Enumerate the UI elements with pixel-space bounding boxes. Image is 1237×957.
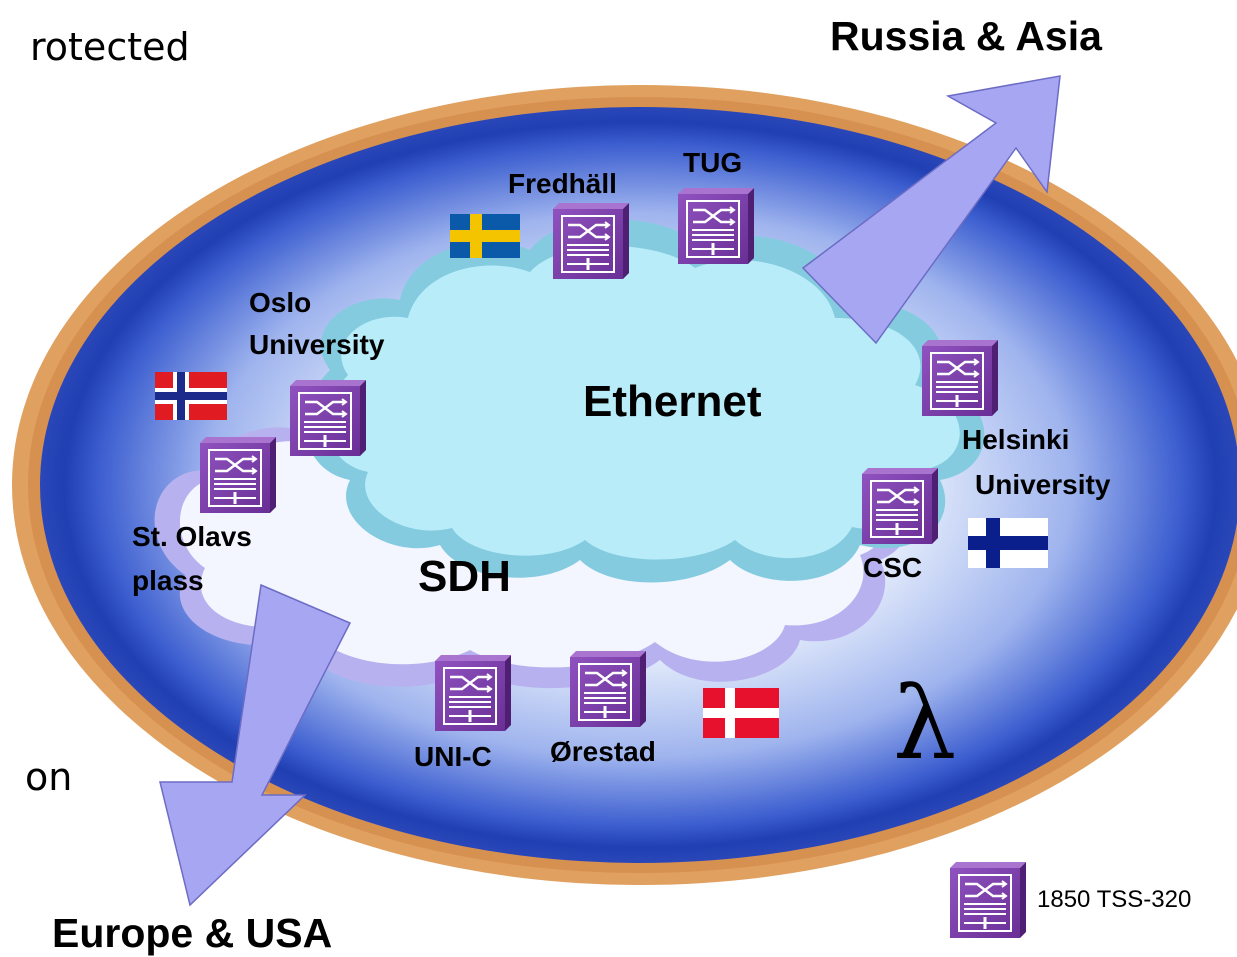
arrow-russia-asia xyxy=(801,75,1061,345)
flag-norway xyxy=(155,372,227,420)
ethernet-cloud xyxy=(327,245,960,560)
device-helsinki-icon xyxy=(920,338,1000,418)
node-label-oslo-1: Oslo xyxy=(249,287,311,318)
cloud-label-sdh: SDH xyxy=(418,552,511,601)
flag-denmark xyxy=(703,688,779,738)
device-unic-icon xyxy=(433,653,513,733)
cloud-label-ethernet: Ethernet xyxy=(583,377,762,426)
node-label-helsinki-2: University xyxy=(975,469,1111,500)
legend-device-icon xyxy=(948,860,1028,940)
device-oslo-icon xyxy=(288,378,368,458)
direction-europe-usa: Europe & USA xyxy=(52,910,332,956)
node-label-helsinki-1: Helsinki xyxy=(962,424,1069,455)
device-stolavs-icon xyxy=(198,435,278,515)
device-fredhall-icon xyxy=(551,201,631,281)
node-label-fredhall: Fredhäll xyxy=(508,168,617,199)
node-label-orestad: Ørestad xyxy=(550,736,656,767)
device-orestad-icon xyxy=(568,649,648,729)
legend-label: 1850 TSS-320 xyxy=(1037,886,1191,913)
node-label-csc: CSC xyxy=(863,552,922,583)
node-label-unic: UNI-C xyxy=(414,741,492,772)
flag-sweden xyxy=(450,214,520,258)
flag-finland xyxy=(968,518,1048,568)
device-csc-icon xyxy=(860,466,940,546)
direction-russia-asia: Russia & Asia xyxy=(830,13,1103,59)
device-tug-icon xyxy=(676,186,756,266)
node-label-oslo-2: University xyxy=(249,329,385,360)
lambda-symbol: λ xyxy=(893,665,956,782)
node-label-stolavs-1: St. Olavs xyxy=(132,521,252,552)
arrow-europe-usa xyxy=(159,583,352,907)
node-label-tug: TUG xyxy=(683,147,742,178)
fragment-left-mid: on xyxy=(25,755,72,799)
fragment-top-left: rotected xyxy=(30,25,190,69)
node-label-stolavs-2: plass xyxy=(132,565,204,596)
